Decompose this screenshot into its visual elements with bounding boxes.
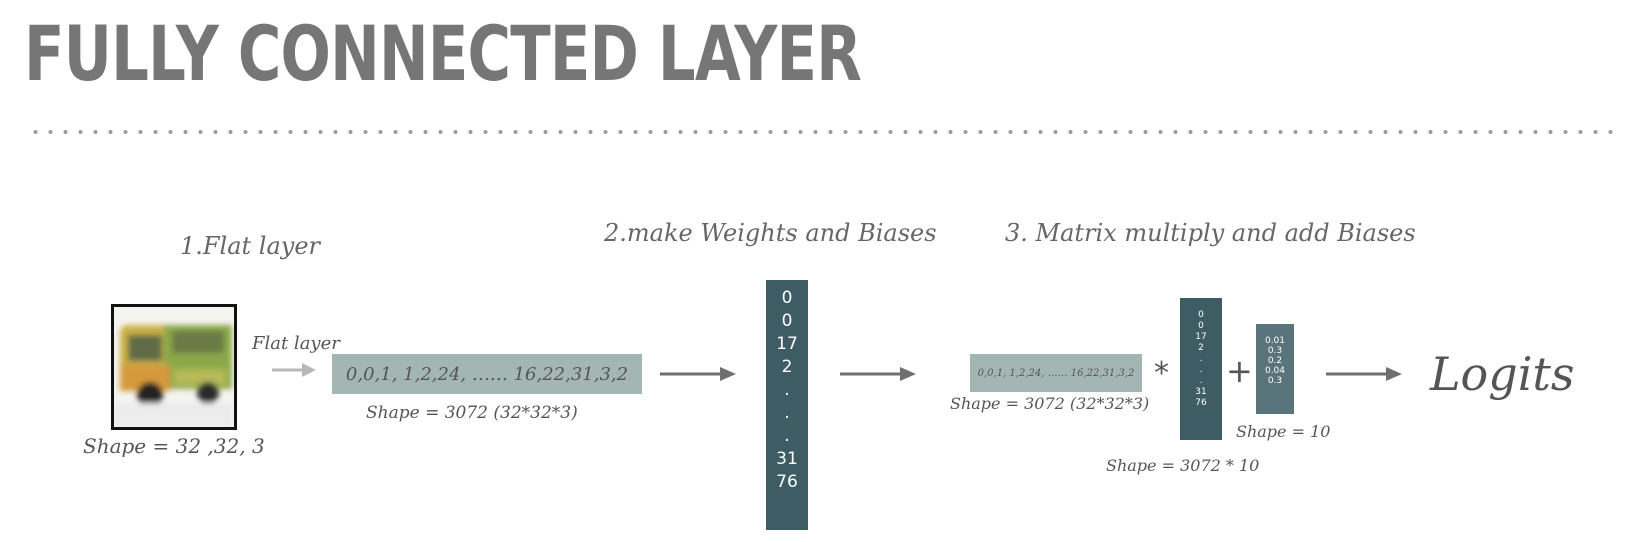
arrow-to-matmul-icon (840, 367, 916, 381)
bias-shape: Shape = 10 (1236, 422, 1331, 441)
column-value: . (784, 380, 790, 400)
column-value: 2 (781, 357, 793, 377)
step-matmul-heading: 3. Matrix multiply and add Biases (1005, 219, 1416, 247)
input-image (111, 304, 237, 430)
column-value: 0.04 (1264, 366, 1286, 376)
plus-symbol: + (1226, 352, 1253, 390)
column-value: . (1199, 376, 1203, 386)
column-value: 0.2 (1267, 356, 1283, 366)
column-value: 0.01 (1264, 336, 1286, 346)
column-value: 0 (1198, 321, 1204, 331)
logits-output: Logits (1430, 347, 1575, 401)
column-value: 17 (1195, 332, 1207, 342)
column-value: 76 (1195, 398, 1207, 408)
arrow-to-logits-icon (1326, 367, 1402, 381)
arrow-to-weights-icon (660, 367, 736, 381)
column-value: 17 (776, 334, 798, 354)
flat-arrow-label: Flat layer (252, 333, 340, 354)
column-value: . (784, 426, 790, 446)
column-value: 0.3 (1267, 376, 1283, 386)
flat-arrow-icon (272, 363, 316, 377)
weights-column: 0 0 17 2... 31 76 (766, 280, 808, 530)
bus-image-icon (114, 307, 234, 427)
matmul-vector-bar: 0,0,1, 1,2,24, …… 16,22,31,3,2 (970, 354, 1142, 392)
step-weights-heading: 2.make Weights and Biases (604, 219, 937, 247)
column-value: 0 (781, 288, 793, 308)
column-value: 2 (1198, 343, 1204, 353)
dotted-divider (28, 130, 1620, 134)
column-value: . (784, 403, 790, 423)
column-value: 76 (776, 472, 798, 492)
input-shape-label: Shape = 32 ,32, 3 (83, 434, 265, 458)
column-value: 31 (1195, 387, 1207, 397)
flat-vector-shape: Shape = 3072 (32*32*3) (366, 403, 578, 423)
page-title: FULLY CONNECTED LAYER (24, 9, 862, 98)
column-value: 0 (1198, 310, 1204, 320)
matmul-vector-shape: Shape = 3072 (32*32*3) (950, 394, 1150, 413)
column-value: . (1199, 354, 1203, 364)
column-value: 0 (781, 311, 793, 331)
column-value: 0.3 (1267, 346, 1283, 356)
step-flat-heading: 1.Flat layer (180, 232, 321, 260)
flat-vector-bar: 0,0,1, 1,2,24, …… 16,22,31,3,2 (332, 354, 642, 394)
matmul-weights-shape: Shape = 3072 * 10 (1106, 456, 1260, 475)
column-value: . (1199, 365, 1203, 375)
multiply-symbol: * (1154, 356, 1169, 391)
column-value: 31 (776, 449, 798, 469)
